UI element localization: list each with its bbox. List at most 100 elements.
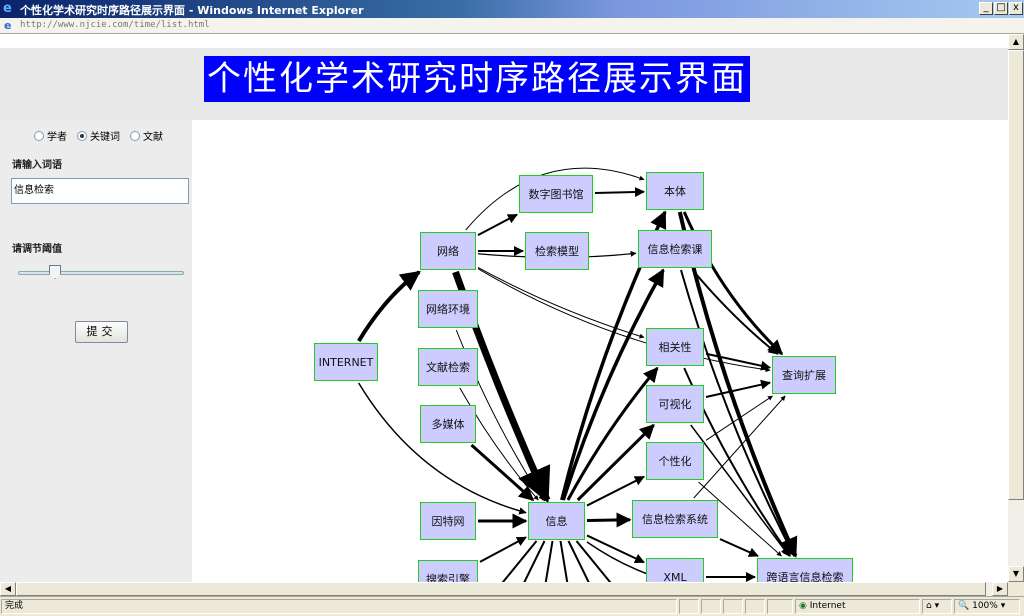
graph-node-internet[interactable]: INTERNET — [314, 343, 378, 381]
scroll-down-icon[interactable]: ▼ — [1008, 566, 1024, 582]
horizontal-scroll-thumb[interactable] — [16, 582, 986, 596]
graph-edge-xiangguanxing-chaxunkuozhan — [705, 352, 771, 371]
graph-node-xml[interactable]: XML — [646, 558, 704, 582]
graph-node-keshihua[interactable]: 可视化 — [646, 385, 704, 423]
status-cell-3 — [723, 599, 743, 614]
page-icon: e — [4, 19, 12, 32]
radio-document-label: 文献 — [143, 132, 163, 143]
graph-edge-xinxi-xiangguanxing — [566, 366, 659, 501]
page-title: 个性化学术研究时序路径展示界面 — [204, 56, 750, 102]
radio-scholar-circle[interactable] — [34, 130, 44, 141]
graph-edge-gexinghua-chaxunkuozhan — [705, 395, 773, 441]
scroll-up-icon[interactable]: ▲ — [1008, 34, 1024, 50]
zoom-icon: 🔍 — [958, 601, 970, 611]
control-panel: 学者 关键词 文献 请输入词语 信息检索 请调节阈值 提交 — [0, 120, 192, 582]
window-titlebar: e 个性化学术研究时序路径展示界面 - Windows Internet Exp… — [0, 0, 1024, 18]
graph-edge-offscreen — [501, 540, 538, 582]
close-button[interactable]: x — [1009, 2, 1023, 15]
graph-edge-offscreen — [544, 540, 554, 582]
status-cell-1 — [679, 599, 699, 614]
graph-edge-xinxijiansuoke-chaxunkuozhan — [691, 269, 779, 355]
graph-node-jiansuomoxing[interactable]: 检索模型 — [525, 232, 589, 270]
radio-scholar-label: 学者 — [47, 132, 67, 143]
graph-edge-offscreen — [523, 540, 546, 582]
restore-button[interactable]: □ — [994, 2, 1008, 15]
address-bar[interactable]: e http://www.njcie.com/time/list.html — [0, 18, 1024, 34]
graph-edge-wangluo-xiangguanxing — [477, 266, 645, 339]
vertical-scrollbar[interactable]: ▲ ▼ — [1008, 34, 1024, 582]
graph-node-wangluo[interactable]: 网络 — [420, 232, 476, 270]
graph-node-xinxi[interactable]: 信息 — [528, 502, 585, 540]
status-bar: 完成 ◉ Internet ⌂ ▾ 🔍 100% ▾ — [0, 596, 1024, 616]
graph-edge-wangluo-benti — [465, 167, 645, 231]
graph-edge-keshihua-kuayuyan — [690, 424, 790, 557]
graph-edge-xinxi-xml — [586, 534, 645, 564]
radio-scholar[interactable]: 学者 — [34, 128, 67, 143]
graph-edge-shuzitushuguan-benti — [594, 187, 645, 198]
radio-document-circle[interactable] — [130, 130, 140, 141]
graph-node-wangluohuanjing[interactable]: 网络环境 — [418, 290, 478, 328]
radio-document[interactable]: 文献 — [130, 128, 163, 143]
graph-edge-gexinghua-kuayuyan — [698, 481, 782, 557]
graph-edge-wangluo-shuzitushuguan — [477, 213, 518, 237]
timeline-graph: INTERNET 网络网络环境文献检索多媒体因特网搜索引擎 数字图书馆检索模型信息 本… — [192, 120, 1008, 582]
graph-edge-xinxi-gexinghua — [586, 475, 645, 507]
input-label: 请输入词语 — [12, 160, 62, 171]
graph-node-chaxunkuozhan[interactable]: 查询扩展 — [772, 356, 836, 394]
globe-icon: ◉ — [799, 601, 807, 611]
zoom-value: 100% — [972, 601, 998, 611]
status-cell-5 — [767, 599, 793, 614]
radio-keyword-circle[interactable] — [77, 130, 87, 141]
radio-keyword-label: 关键词 — [90, 132, 120, 143]
scroll-left-icon[interactable]: ◀ — [0, 582, 16, 596]
graph-edge-xinxi-keshihua — [576, 423, 655, 502]
zone-label: Internet — [809, 601, 846, 611]
threshold-slider-track[interactable] — [18, 271, 184, 275]
minimize-button[interactable]: _ — [979, 2, 993, 15]
search-input[interactable]: 信息检索 — [11, 178, 189, 204]
graph-edge-xinxijiansuoxitong-chaxunkuozhan — [693, 395, 786, 499]
graph-node-benti[interactable]: 本体 — [646, 172, 704, 210]
graph-node-shuzitushuguan[interactable]: 数字图书馆 — [519, 175, 593, 213]
graph-edge-xinxijiansuoxitong-kuayuyan — [719, 538, 759, 557]
graph-node-xinxijiansuoxitong[interactable]: 信息检索系统 — [632, 500, 718, 538]
protected-mode-icon[interactable]: ⌂ ▾ — [922, 599, 952, 614]
radio-keyword[interactable]: 关键词 — [77, 128, 120, 143]
graph-edge-xinxi-xinxijiansuoxitong — [586, 512, 632, 528]
graph-edge-xinxijiansuoke-kuayuyan — [680, 269, 796, 557]
address-url[interactable]: http://www.njcie.com/time/list.html — [20, 20, 210, 30]
graph-node-yintewang[interactable]: 因特网 — [420, 502, 476, 540]
chevron-down-icon: ▾ — [1000, 601, 1006, 611]
graph-edge-internet-xinxi — [358, 382, 527, 515]
submit-button[interactable]: 提交 — [75, 321, 128, 343]
threshold-slider-thumb[interactable] — [49, 265, 61, 279]
graph-edge-offscreen — [575, 540, 612, 582]
graph-node-wenxianjiansuo[interactable]: 文献检索 — [418, 348, 478, 386]
graph-edge-xinxi-xinxijiansuoke — [561, 268, 665, 501]
vertical-scroll-thumb[interactable] — [1008, 50, 1024, 500]
graph-edge-keshihua-chaxunkuozhan — [705, 379, 771, 399]
slider-label: 请调节阈值 — [12, 244, 62, 255]
graph-node-kuayuyan[interactable]: 跨语言信息检索 — [757, 558, 853, 582]
graph-node-duomeiti[interactable]: 多媒体 — [420, 405, 476, 443]
horizontal-scrollbar[interactable]: ◀ ▶ — [0, 582, 1008, 596]
page-header: 个性化学术研究时序路径展示界面 — [0, 48, 1008, 120]
page-viewport: 个性化学术研究时序路径展示界面 学者 关键词 文献 请输入词语 信息检索 请调节… — [0, 34, 1008, 582]
graph-node-sousuoyinqing[interactable]: 搜索引擎 — [418, 560, 478, 582]
status-text: 完成 — [1, 599, 677, 614]
graph-node-xinxijiansuoke[interactable]: 信息检索课 — [638, 230, 712, 268]
graph-edge-offscreen — [567, 540, 590, 582]
graph-node-gexinghua[interactable]: 个性化 — [646, 442, 704, 480]
graph-edge-offscreen — [559, 540, 569, 582]
status-cell-2 — [701, 599, 721, 614]
window-title: 个性化学术研究时序路径展示界面 - Windows Internet Explo… — [20, 4, 364, 17]
graph-node-xiangguanxing[interactable]: 相关性 — [646, 328, 704, 366]
graph-edge-duomeiti-xinxi — [470, 443, 535, 502]
graph-edge-wangluo-chaxunkuozhan — [477, 268, 771, 373]
search-type-radio-group: 学者 关键词 文献 — [34, 128, 163, 143]
zoom-control[interactable]: 🔍 100% ▾ — [954, 599, 1020, 614]
status-cell-4 — [745, 599, 765, 614]
scroll-right-icon[interactable]: ▶ — [992, 582, 1008, 596]
zone-indicator: ◉ Internet — [795, 599, 920, 614]
graph-edge-internet-wangluo — [357, 270, 421, 343]
